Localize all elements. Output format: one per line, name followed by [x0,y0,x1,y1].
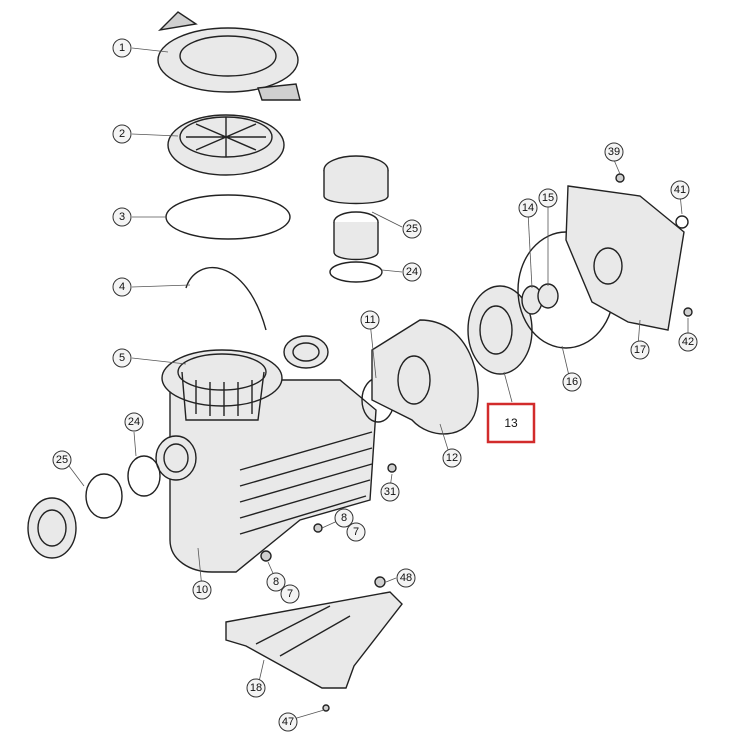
callout-3: 3 [112,207,132,227]
part-upper-union [323,155,389,283]
callout-11: 11 [360,310,380,330]
svg-text:41: 41 [674,184,686,196]
svg-text:48: 48 [400,572,412,584]
svg-text:15: 15 [542,192,554,204]
svg-text:25: 25 [406,223,418,235]
svg-text:7: 7 [353,526,359,538]
svg-text:31: 31 [384,486,396,498]
svg-text:8: 8 [273,576,279,588]
callout-1: 1 [112,38,132,58]
part-impeller [467,285,533,375]
part-motor-bracket [565,185,685,331]
callout-17: 17 [630,340,650,360]
callout-8-lower: 8 [266,572,286,592]
svg-text:16: 16 [566,376,578,388]
svg-text:18: 18 [250,682,262,694]
svg-text:1: 1 [119,42,125,54]
callout-14: 14 [518,198,538,218]
callout-41: 41 [670,180,690,200]
callout-16: 16 [562,372,582,392]
svg-text:25: 25 [56,454,68,466]
callout-5: 5 [112,348,132,368]
callout-42: 42 [678,332,698,352]
svg-text:3: 3 [119,211,125,223]
svg-text:24: 24 [128,416,140,428]
callout-12: 12 [442,448,462,468]
callout-2: 2 [112,124,132,144]
callout-15: 15 [538,188,558,208]
part-lower-union [27,455,161,559]
svg-text:8: 8 [341,512,347,524]
callout-7-lower: 7 [280,584,300,604]
callout-47: 47 [278,712,298,732]
callout-7-upper: 7 [346,522,366,542]
callout-18: 18 [246,678,266,698]
svg-text:13: 13 [504,416,518,430]
callout-31: 31 [380,482,400,502]
callout-8-upper: 8 [334,508,354,528]
svg-text:2: 2 [119,128,125,140]
part-seal-15 [537,283,559,309]
part-lid-o-ring [165,194,291,240]
part-lid-ring [167,114,285,176]
part-strainer-lid [157,11,301,101]
part-basket-handle [185,266,267,331]
svg-text:4: 4 [119,281,125,293]
callout-39: 39 [604,142,624,162]
svg-text:10: 10 [196,584,208,596]
callout-48: 48 [396,568,416,588]
part-pump-base [225,591,403,689]
callout-25-left: 25 [52,450,72,470]
callout-24-right: 24 [402,262,422,282]
svg-text:24: 24 [406,266,418,278]
callout-25-right: 25 [402,219,422,239]
callout-4: 4 [112,277,132,297]
highlighted-callout-13: 13 [486,402,536,444]
part-pump-housing [155,335,377,573]
callout-24-left: 24 [124,412,144,432]
svg-text:12: 12 [446,452,458,464]
part-small-hardware [260,173,693,712]
svg-text:39: 39 [608,146,620,158]
svg-text:47: 47 [282,716,294,728]
svg-text:7: 7 [287,588,293,600]
callout-10: 10 [192,580,212,600]
svg-text:11: 11 [364,314,375,326]
svg-text:5: 5 [119,352,125,364]
svg-text:17: 17 [634,344,646,356]
svg-text:42: 42 [682,336,694,348]
svg-text:14: 14 [522,202,534,214]
part-diffuser [371,319,479,435]
